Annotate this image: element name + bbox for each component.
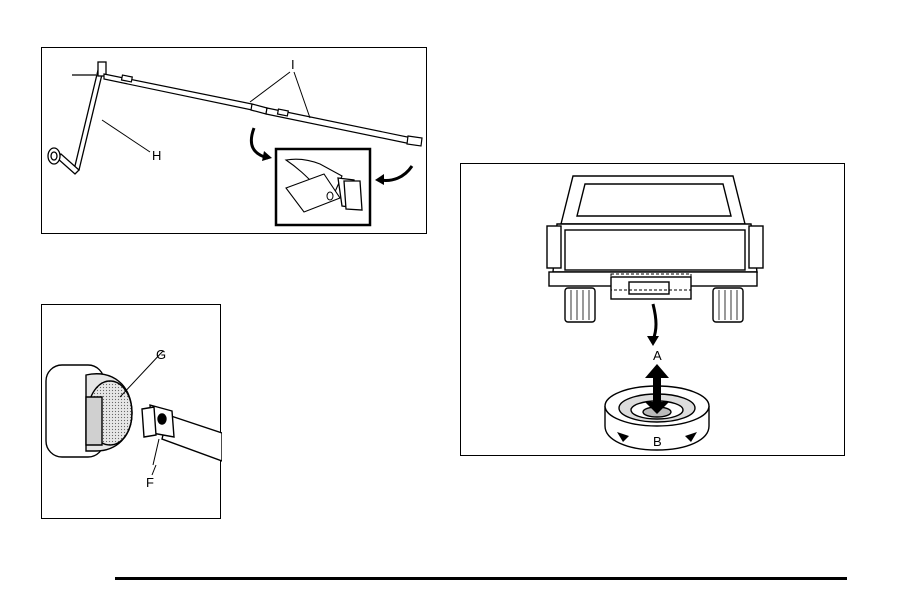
extension-bars — [104, 74, 422, 146]
truck-rear — [547, 176, 763, 322]
wrench-extension-figure: I H — [41, 47, 427, 234]
callout-a-label: A — [653, 348, 662, 363]
page-divider-rule — [115, 577, 847, 580]
curved-arrow-right — [380, 166, 412, 180]
callout-h-label: H — [152, 148, 161, 163]
callout-g-label: G — [156, 347, 166, 362]
extension-tube — [142, 405, 222, 461]
hoist-shaft-housing — [46, 365, 132, 457]
wheel-wrench — [48, 62, 106, 174]
hoist-shaft-figure: G F — [41, 304, 221, 519]
extension-end-detail — [276, 149, 370, 225]
wrench-extension-drawing: I H — [42, 48, 428, 235]
callout-i-label: I — [291, 57, 295, 72]
truck-spare-tire-drawing: A B — [461, 164, 846, 457]
hoist-shaft-drawing: G F — [42, 305, 222, 520]
callout-f-label: F — [146, 475, 154, 490]
spare-tire-figure: A B — [460, 163, 845, 456]
callout-b-label: B — [653, 434, 662, 449]
arrow-down — [653, 304, 656, 340]
